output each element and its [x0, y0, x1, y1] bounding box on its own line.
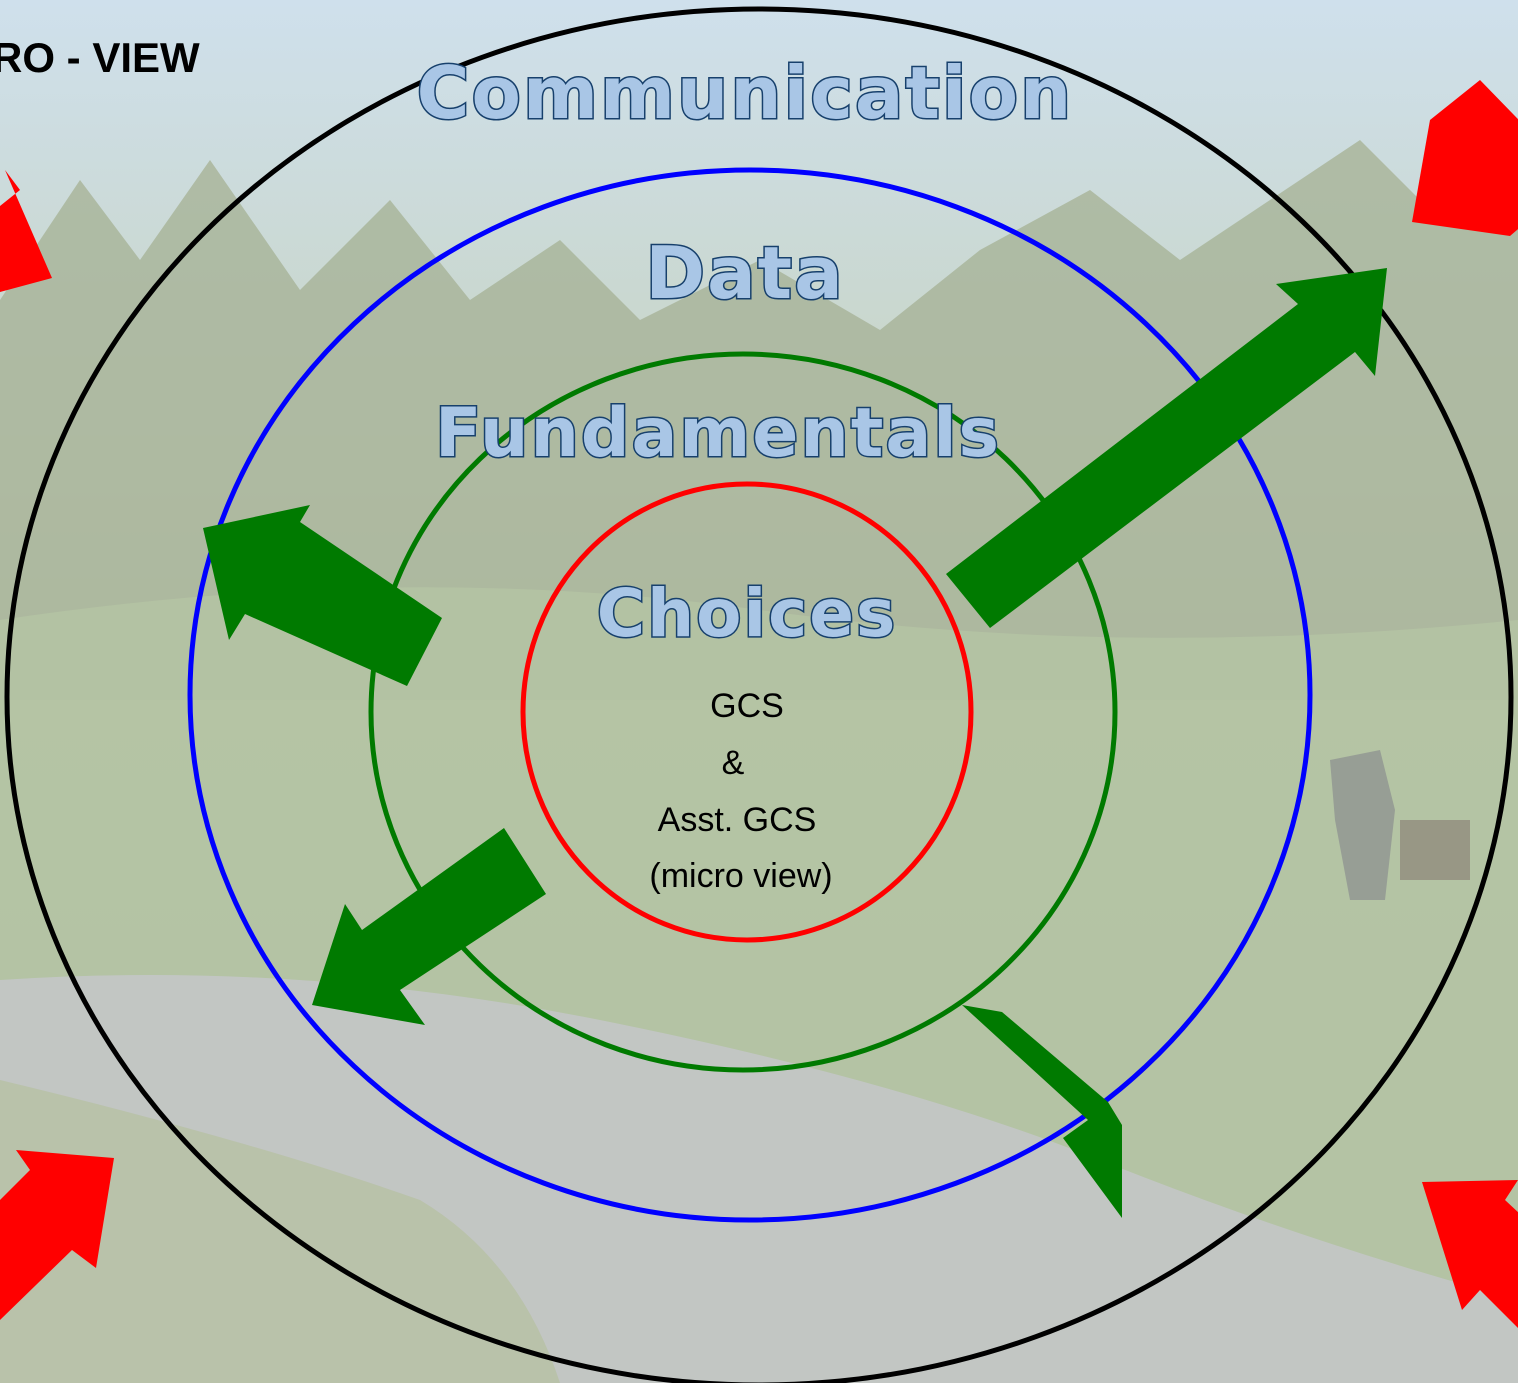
- inward-arrows: [0, 80, 1518, 1328]
- communication-ring: [4, 6, 1514, 1383]
- data-ring: [187, 167, 1313, 1223]
- communication-label: Communication: [417, 51, 1074, 135]
- choices-ring: [520, 481, 974, 943]
- arrow-inward-top-left: [0, 170, 52, 292]
- arrow-outward-down-right: [962, 1005, 1122, 1218]
- outward-arrows: [203, 268, 1387, 1218]
- center-line-gcs: GCS: [710, 687, 784, 725]
- fundamentals-ring: [368, 351, 1118, 1073]
- center-line-asst-gcs: Asst. GCS: [658, 801, 817, 839]
- choices-label: Choices: [597, 575, 898, 652]
- arrow-outward-up-right: [946, 268, 1387, 628]
- arrow-outward-down-left: [312, 828, 546, 1025]
- arrow-inward-bottom-right: [1422, 1180, 1518, 1328]
- arrow-inward-bottom-left: [0, 1150, 114, 1320]
- arrow-inward-top-right: [1412, 80, 1518, 236]
- fundamentals-label: Fundamentals: [435, 394, 1001, 473]
- center-line-micro-view: (micro view): [649, 857, 832, 895]
- data-label: Data: [645, 231, 844, 315]
- center-line-ampersand: &: [722, 744, 745, 782]
- corner-title: RO - VIEW: [0, 34, 200, 81]
- arrow-outward-up-left: [203, 505, 442, 686]
